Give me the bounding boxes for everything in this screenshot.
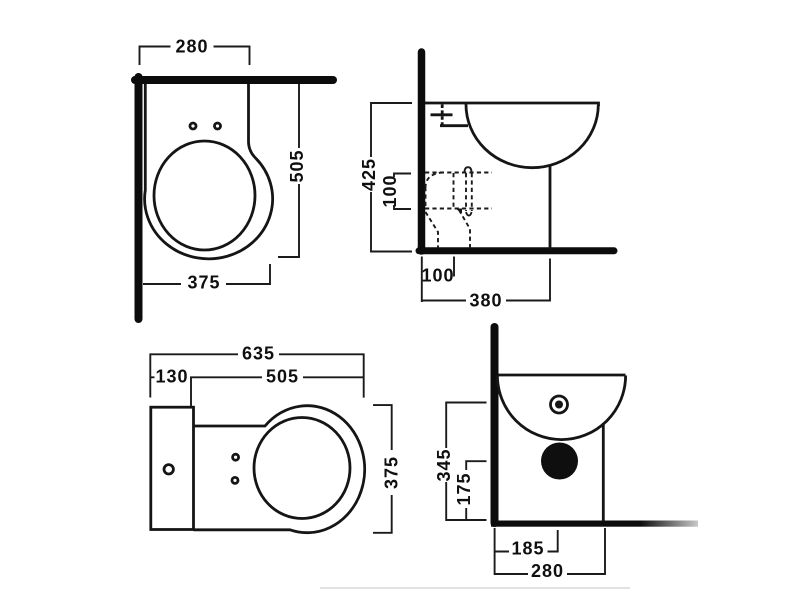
svg-text:375: 375 xyxy=(187,273,220,293)
svg-text:375: 375 xyxy=(382,456,402,489)
svg-text:280: 280 xyxy=(175,37,208,57)
svg-text:280: 280 xyxy=(531,561,564,581)
svg-text:100: 100 xyxy=(421,266,454,286)
svg-text:100: 100 xyxy=(380,174,400,207)
svg-text:425: 425 xyxy=(359,158,379,191)
svg-text:380: 380 xyxy=(469,291,502,311)
svg-text:130: 130 xyxy=(155,366,188,386)
svg-text:345: 345 xyxy=(434,448,454,481)
svg-text:505: 505 xyxy=(266,366,299,386)
svg-text:635: 635 xyxy=(242,344,275,364)
svg-text:175: 175 xyxy=(454,472,474,505)
svg-text:505: 505 xyxy=(287,149,307,182)
svg-text:185: 185 xyxy=(511,539,544,559)
